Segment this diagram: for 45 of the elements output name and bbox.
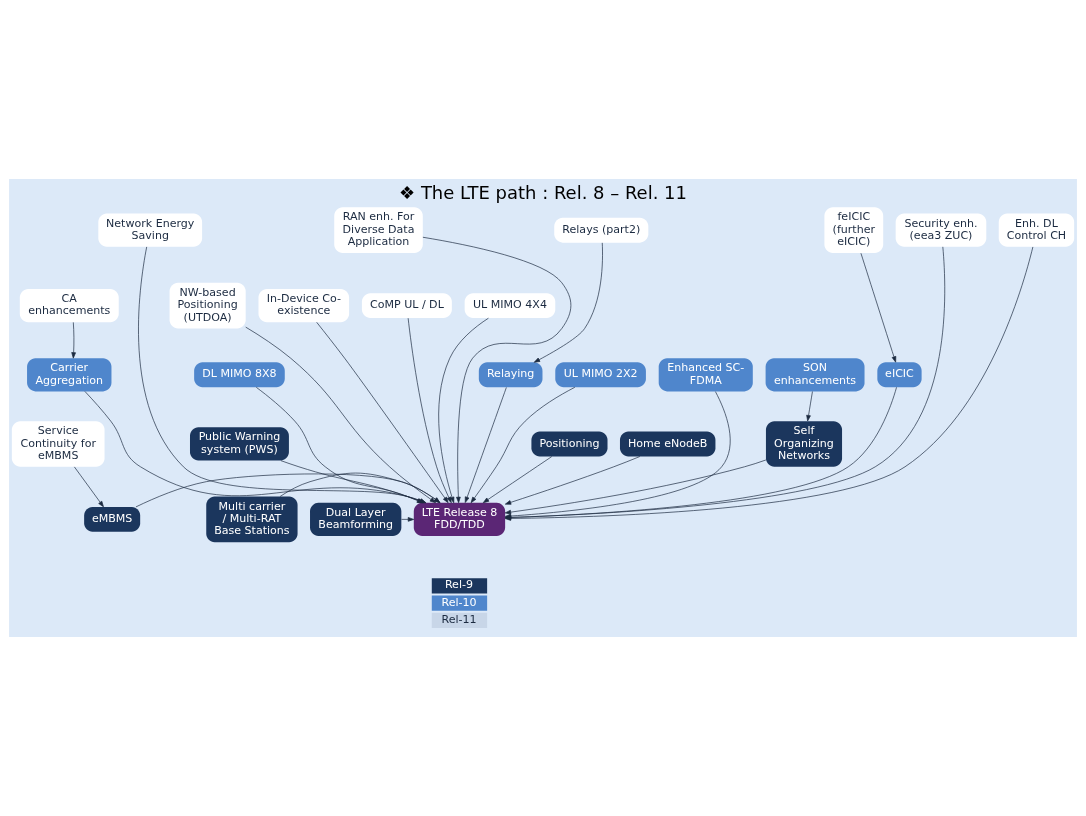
node-box: UL MIMO 2X2 <box>555 362 646 388</box>
arrow <box>74 466 104 508</box>
arrow <box>504 459 767 515</box>
node-box: Multi carrier / Multi-RAT Base Stations <box>206 496 298 543</box>
node-box: Security enh. (eea3 ZUC) <box>895 213 987 247</box>
arrow <box>135 473 441 508</box>
node-box: eMBMS <box>84 506 141 532</box>
node-box: Enhanced SC-FDMA <box>658 358 753 392</box>
arrow <box>438 317 489 504</box>
node-box: CA enhancements <box>19 289 119 323</box>
node-box: UL MIMO 4X4 <box>464 293 556 319</box>
arrow <box>464 387 507 503</box>
node-box: Positioning <box>531 431 608 457</box>
node-box: Self Organizing Networks <box>765 421 843 467</box>
arrow <box>470 386 576 504</box>
node-box: Relaying <box>478 362 543 388</box>
arrow <box>422 236 572 504</box>
arrow <box>401 517 415 522</box>
arrow <box>71 322 76 359</box>
node-box: eICIC <box>877 362 922 388</box>
node-box: CoMP UL / DL <box>361 293 452 319</box>
node-box: Enh. DL Control CH <box>998 213 1075 247</box>
node-box: LTE Release 8 FDD/TDD <box>413 502 506 536</box>
arrow <box>482 456 553 504</box>
arrow <box>860 252 897 363</box>
node-box: Relays (part2) <box>554 217 649 243</box>
node-box: In-Device Co-existence <box>258 289 350 323</box>
arrow <box>806 391 813 422</box>
node-box: RAN enh. For Diverse Data Application <box>334 207 423 254</box>
diagram-title: ❖ The LTE path : Rel. 8 – Rel. 11 <box>399 181 687 203</box>
legend-label: Rel-9 <box>444 578 473 592</box>
legend-label: Rel-11 <box>441 613 477 627</box>
legend-label: Rel-10 <box>441 595 477 609</box>
node-box: Dual Layer Beamforming <box>310 502 402 536</box>
node-box: feICIC (further eICIC) <box>824 207 884 254</box>
arrow <box>533 242 603 363</box>
node-box: Home eNodeB <box>619 431 716 457</box>
arrow <box>504 456 641 505</box>
node-box: DL MIMO 8X8 <box>194 362 285 388</box>
node-box: NW-based Positioning (UTDOA) <box>169 282 246 329</box>
node-box: Public Warning system (PWS) <box>190 427 289 461</box>
node-box: Network Energy Saving <box>98 213 203 247</box>
node-box: SON enhancements <box>765 358 865 392</box>
node-box: Service Continuity for eMBMS <box>11 421 105 467</box>
node-box: Carrier Aggregation <box>27 358 112 392</box>
